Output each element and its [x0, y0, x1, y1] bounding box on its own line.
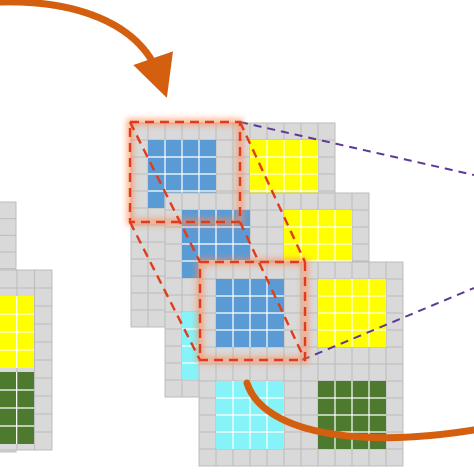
- front-layer-grid: [198, 261, 404, 467]
- curved-arrow-down-icon: [0, 0, 173, 98]
- selection-edge-bl: [128, 221, 202, 361]
- curved-arrow-right-icon: [243, 379, 474, 442]
- projection-line-bottom: [301, 287, 474, 361]
- projection-line-top: [239, 121, 474, 176]
- selection-edge-br: [238, 221, 307, 361]
- selection-edge-tr: [238, 121, 307, 263]
- selection-edge-tl: [128, 121, 202, 263]
- left-partial-grid: [0, 201, 53, 453]
- projection-lines: [239, 121, 474, 361]
- selection-volume: [127, 119, 308, 363]
